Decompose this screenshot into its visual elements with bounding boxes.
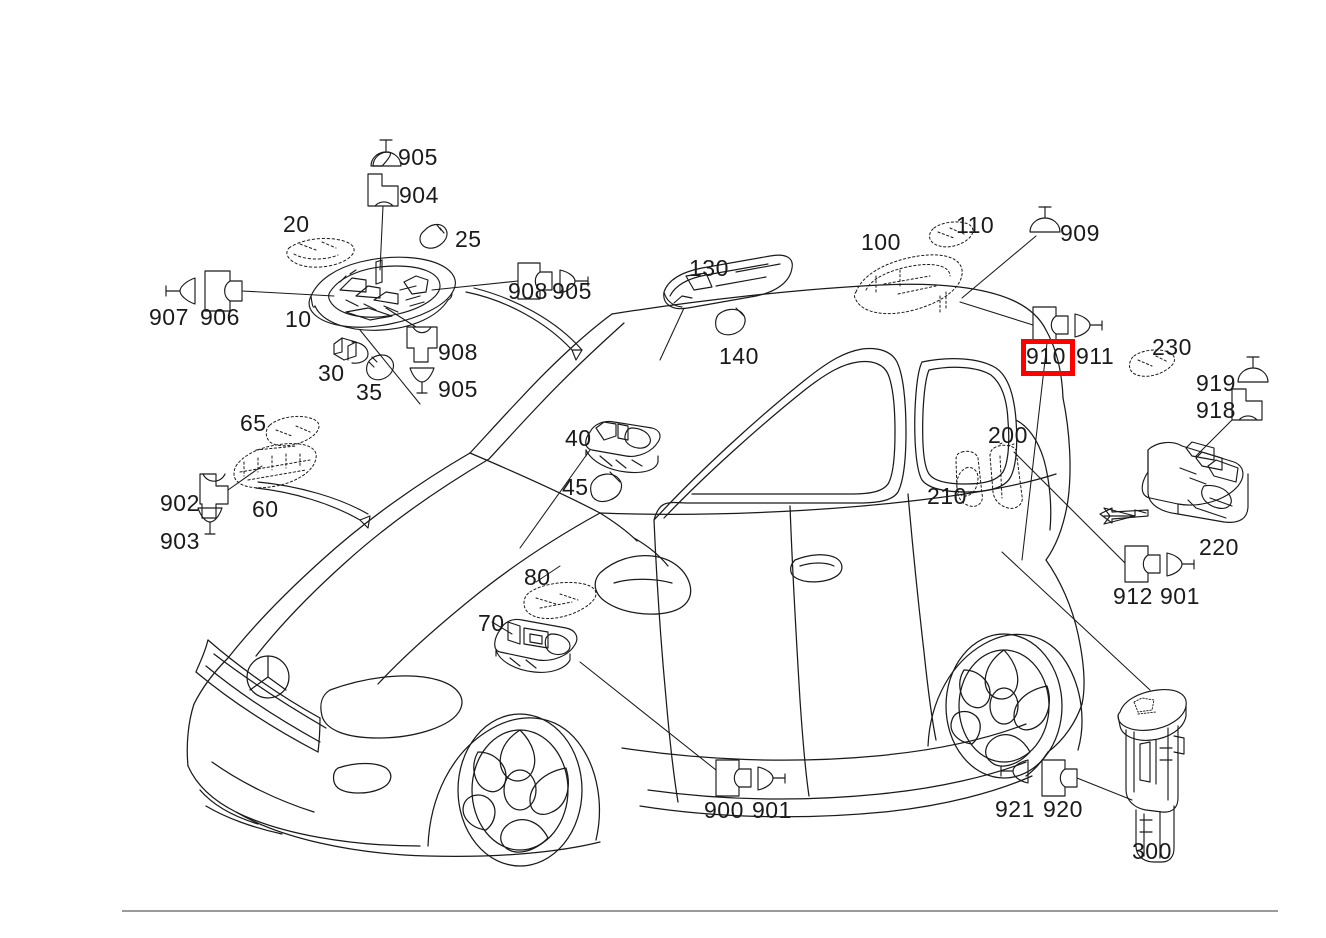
connector-symbol-901-bottom bbox=[757, 766, 786, 791]
callout-label-910: 910 bbox=[1026, 343, 1066, 369]
part-35-bulb bbox=[366, 354, 394, 381]
connector-symbol-920 bbox=[1041, 759, 1078, 797]
callout-label-908: 908 bbox=[508, 278, 548, 304]
callout-label-901: 901 bbox=[1160, 583, 1200, 609]
part-25-bulb bbox=[419, 223, 448, 249]
connector-symbol-911 bbox=[1074, 313, 1103, 338]
callout-label-110: 110 bbox=[956, 212, 995, 238]
part-45-bulb bbox=[590, 471, 623, 503]
callout-label-70: 70 bbox=[478, 610, 505, 636]
part-130-lamp bbox=[663, 254, 793, 310]
connector-symbol-905-right bbox=[559, 269, 589, 294]
connector-symbol-901-right bbox=[1166, 552, 1195, 577]
part-200-bulb-holder bbox=[955, 450, 983, 507]
callout-label-100: 100 bbox=[861, 229, 901, 255]
callout-label-904: 904 bbox=[399, 182, 439, 208]
callout-label-20: 20 bbox=[283, 211, 310, 237]
connector-symbol-905-lower bbox=[409, 367, 435, 394]
callout-label-906: 906 bbox=[200, 304, 240, 330]
direction-arrow bbox=[1099, 507, 1149, 525]
connector-symbol-900 bbox=[715, 759, 752, 797]
part-220-lamp bbox=[1141, 441, 1249, 523]
callout-label-140: 140 bbox=[719, 343, 759, 369]
connector-symbol-908-right bbox=[517, 262, 553, 300]
callout-label-220: 220 bbox=[1199, 534, 1239, 560]
callout-label-903: 903 bbox=[160, 528, 200, 554]
callout-label-905: 905 bbox=[438, 376, 478, 402]
car-body-outline bbox=[186, 283, 1085, 867]
part-10-overhead-console bbox=[308, 256, 456, 331]
callout-label-901: 901 bbox=[752, 797, 792, 823]
connector-symbol-908-lower bbox=[406, 326, 438, 363]
part-70-lamp bbox=[494, 618, 578, 673]
roof-trim-strips bbox=[255, 287, 583, 529]
callout-label-60: 60 bbox=[252, 496, 279, 522]
callout-label-919: 919 bbox=[1196, 370, 1236, 396]
part-300-socket bbox=[1117, 689, 1187, 863]
callout-label-905: 905 bbox=[398, 144, 438, 170]
callout-label-210: 210 bbox=[927, 483, 967, 509]
callout-label-30: 30 bbox=[318, 360, 345, 386]
connector-symbol-912 bbox=[1124, 545, 1161, 583]
connector-symbol-919 bbox=[1237, 356, 1269, 383]
connector-symbol-903 bbox=[197, 507, 223, 535]
connector-symbol-918 bbox=[1231, 388, 1263, 421]
callout-label-80: 80 bbox=[524, 564, 551, 590]
side-mirror bbox=[594, 554, 692, 615]
footer-divider bbox=[122, 910, 1278, 912]
callout-label-912: 912 bbox=[1113, 583, 1153, 609]
connector-symbol-921 bbox=[1000, 759, 1029, 784]
callout-label-911: 911 bbox=[1076, 343, 1115, 369]
callout-label-902: 902 bbox=[160, 490, 200, 516]
callout-label-300: 300 bbox=[1132, 838, 1172, 864]
callout-label-65: 65 bbox=[240, 410, 267, 436]
callout-label-45: 45 bbox=[562, 474, 589, 500]
part-30-bulb bbox=[333, 337, 369, 364]
callout-label-200: 200 bbox=[988, 422, 1028, 448]
callout-label-905: 905 bbox=[552, 278, 592, 304]
part-40-lamp bbox=[585, 420, 661, 474]
connector-symbol-904 bbox=[367, 173, 399, 207]
callout-label-921: 921 bbox=[995, 796, 1035, 822]
part-100-lamp bbox=[854, 254, 963, 315]
part-60-module bbox=[233, 443, 317, 489]
callout-label-909: 909 bbox=[1060, 220, 1100, 246]
callout-label-130: 130 bbox=[689, 255, 729, 281]
callout-label-908: 908 bbox=[438, 339, 478, 365]
front-wheel bbox=[457, 713, 583, 867]
callout-label-907: 907 bbox=[149, 304, 189, 330]
callout-label-918: 918 bbox=[1196, 397, 1236, 423]
connector-symbol-906 bbox=[204, 270, 243, 312]
callout-label-35: 35 bbox=[356, 379, 383, 405]
callout-label-920: 920 bbox=[1043, 796, 1083, 822]
part-210-bulb bbox=[956, 467, 979, 497]
part-110-lens bbox=[929, 221, 974, 248]
callout-label-10: 10 bbox=[285, 306, 312, 332]
callout-label-25: 25 bbox=[455, 226, 482, 252]
connector-symbol-905-top bbox=[370, 139, 402, 167]
connector-symbol-907 bbox=[165, 277, 196, 305]
part-65-module bbox=[265, 415, 320, 447]
part-140-bulb bbox=[715, 307, 746, 336]
callout-label-230: 230 bbox=[1152, 334, 1192, 360]
callout-label-40: 40 bbox=[565, 425, 592, 451]
part-80-module bbox=[523, 581, 597, 620]
leader-lines bbox=[227, 205, 1233, 801]
rear-wheel bbox=[945, 633, 1063, 779]
connector-symbol-902 bbox=[199, 473, 229, 519]
part-20-lens bbox=[286, 237, 355, 268]
part-200-lamp bbox=[989, 441, 1023, 509]
connector-symbol-909 bbox=[1029, 206, 1061, 233]
callout-label-900: 900 bbox=[704, 797, 744, 823]
part-230-lens bbox=[1129, 349, 1175, 377]
